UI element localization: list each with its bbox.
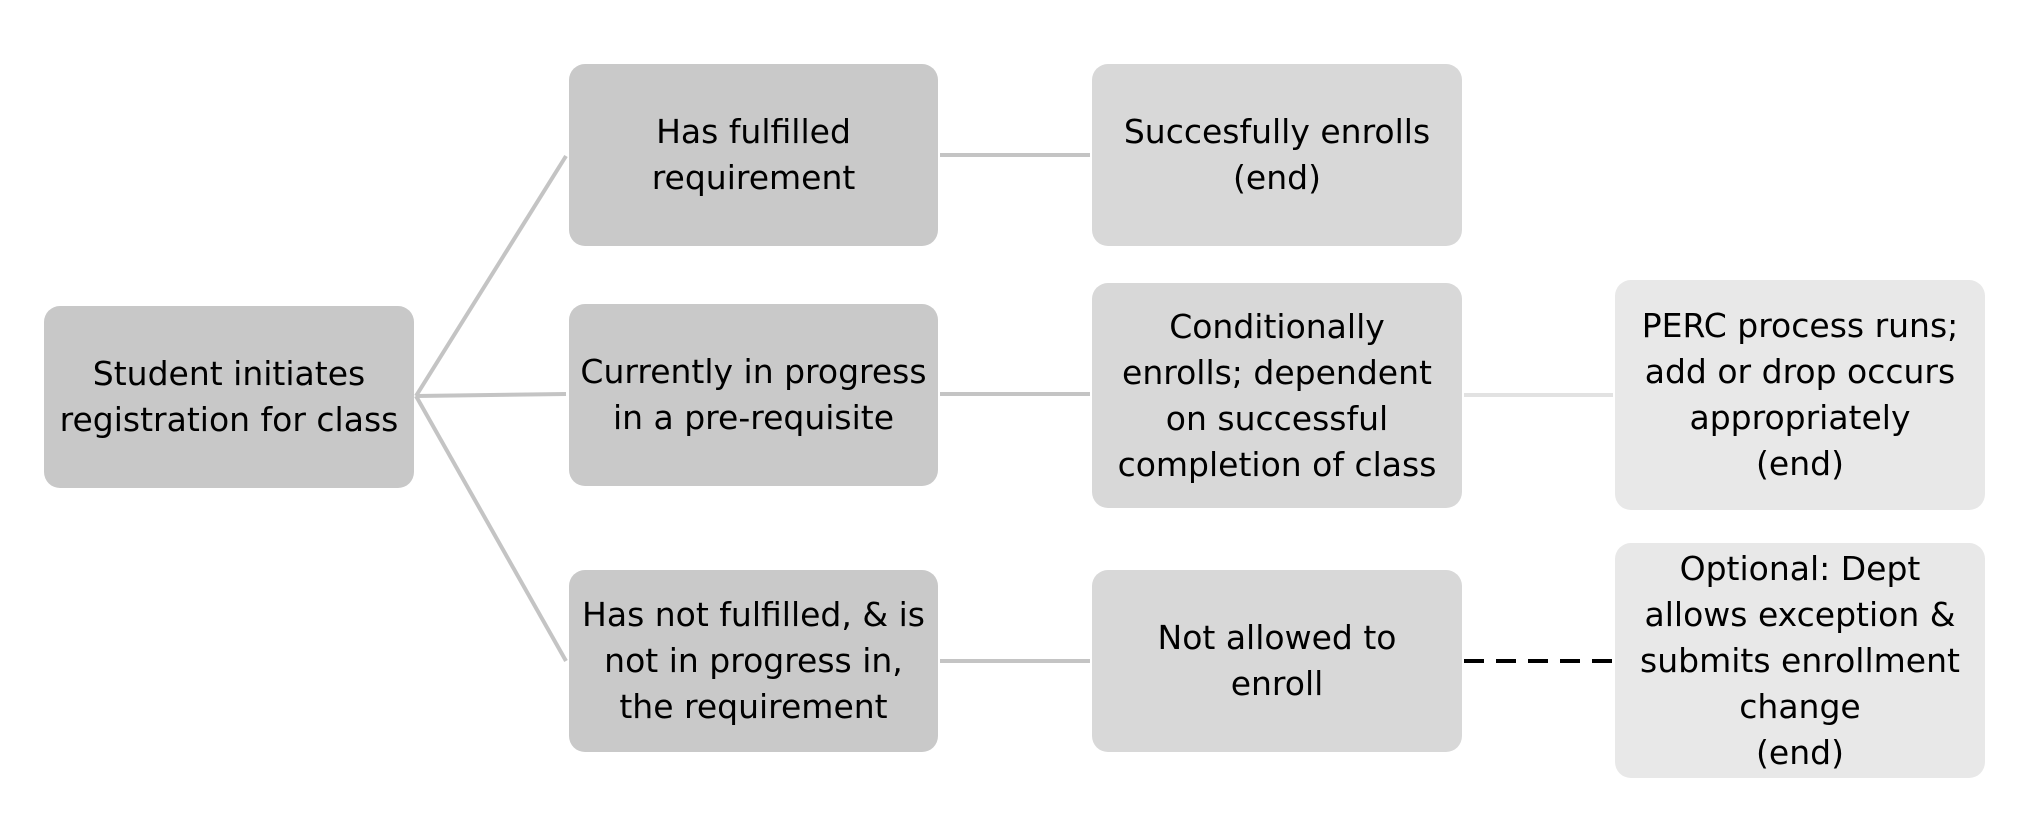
node-student-initiates-registration: Student initiates registration for class <box>44 306 414 488</box>
node-has-fulfilled-requirement: Has fulfilled requirement <box>569 64 938 246</box>
node-perc-process-runs: PERC process runs; add or drop occurs ap… <box>1615 280 1985 510</box>
connector-root-fulfilled <box>414 154 568 398</box>
node-has-not-fulfilled: Has not fulfilled, & is not in progress … <box>569 570 938 752</box>
node-optional-dept-exception: Optional: Dept allows exception & submit… <box>1615 543 1985 778</box>
node-currently-in-progress: Currently in progress in a pre-requisite <box>569 304 938 486</box>
node-conditionally-enrolls: Conditionally enrolls; dependent on succ… <box>1092 283 1462 508</box>
node-successfully-enrolls: Succesfully enrolls (end) <box>1092 64 1462 246</box>
node-not-allowed-to-enroll: Not allowed to enroll <box>1092 570 1462 752</box>
connector-root-in-progress <box>415 392 567 398</box>
connector-root-not-fulfilled <box>414 395 568 662</box>
